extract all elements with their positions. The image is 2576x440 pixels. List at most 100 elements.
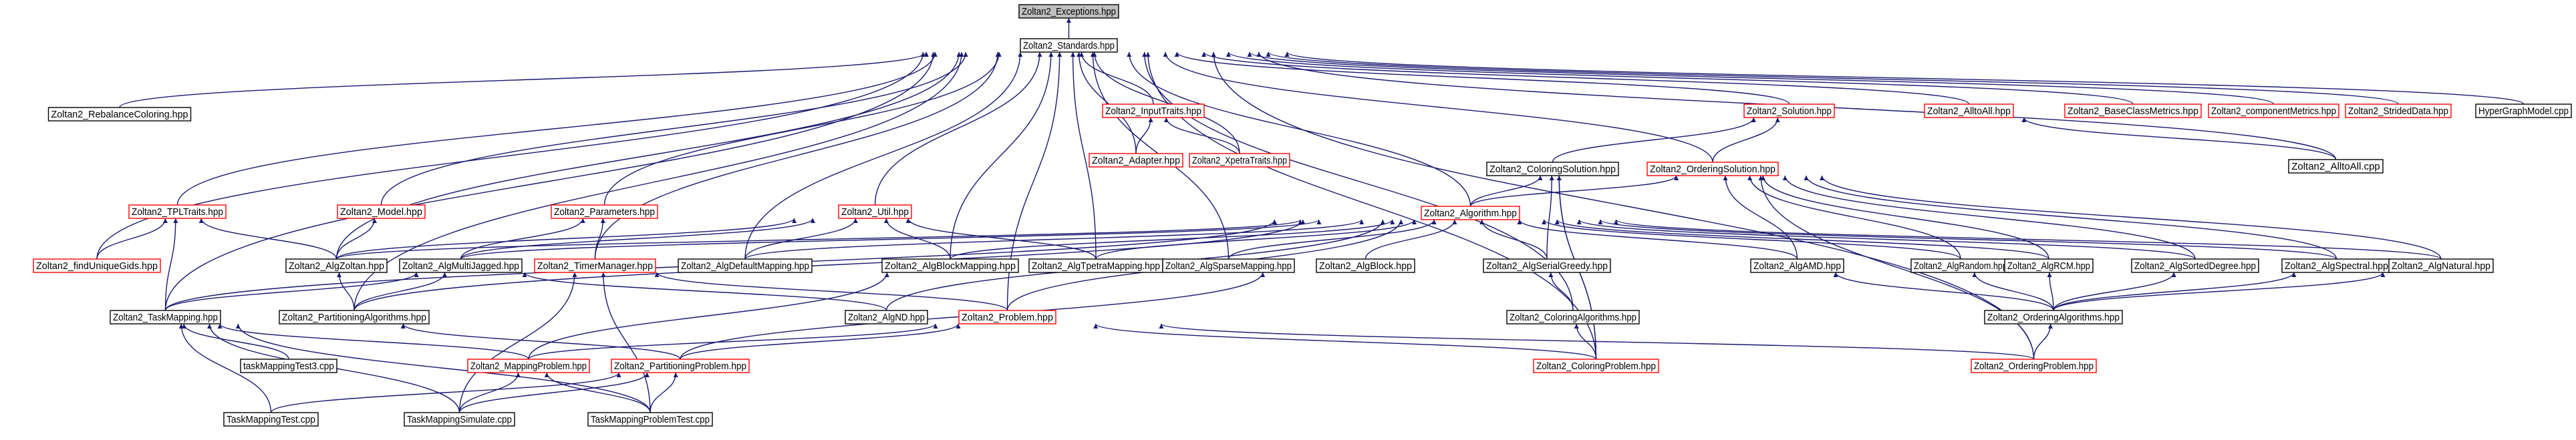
edge-timermanager-to-standards [594,51,1000,260]
node-label-algnatural: Zoltan2_AlgNatural.hpp [2392,260,2490,272]
node-util[interactable]: Zoltan2_Util.hpp [838,204,912,219]
node-coloringprob[interactable]: Zoltan2_ColoringProblem.hpp [1533,359,1659,373]
node-mappingprob[interactable]: Zoltan2_MappingProblem.hpp [467,359,590,373]
node-finduniquegids[interactable]: Zoltan2_findUniqueGids.hpp [33,258,161,273]
node-label-hypergraph: HyperGraphModel.cpp [2478,105,2569,117]
node-algsorted[interactable]: Zoltan2_AlgSortedDegree.hpp [2131,258,2259,273]
node-box-algorithm [1421,206,1520,220]
edge-util-to-standards [874,51,1042,206]
node-box-partprob [611,359,750,373]
edge-orderingalgs-to-algnatural [2053,272,2386,311]
node-box-orderingsol [1647,162,1779,176]
edge-tasktest-to-taskmapping [178,323,272,413]
edge-partalgs-to-algzoltan [336,272,355,311]
node-hypergraph[interactable]: HyperGraphModel.cpp [2475,103,2572,118]
node-box-algnatural [2388,258,2494,273]
node-box-algblock [1316,258,1415,273]
edge-orderingalgs-to-algamd [1833,272,2054,311]
node-coloringsol[interactable]: Zoltan2_ColoringSolution.hpp [1486,162,1619,176]
node-orderingprob[interactable]: Zoltan2_OrderingProblem.hpp [1971,359,2097,373]
node-tasktest3[interactable]: taskMappingTest3.cpp [240,359,337,373]
node-adapter[interactable]: Zoltan2_Adapter.hpp [1089,153,1183,168]
node-label-coloringalgs: Zoltan2_ColoringAlgorithms.hpp [1510,312,1636,323]
node-tpltraits[interactable]: Zoltan2_TPLTraits.hpp [128,204,227,219]
node-solution[interactable]: Zoltan2_Solution.hpp [1743,103,1835,118]
node-algrcm[interactable]: Zoltan2_AlgRCM.hpp [2004,258,2094,273]
node-algnatural[interactable]: Zoltan2_AlgNatural.hpp [2388,258,2494,273]
node-label-algamd: Zoltan2_AlgAMD.hpp [1753,260,1841,272]
edge-tasksim-to-partprob [458,372,650,413]
node-label-exceptions: Zoltan2_Exceptions.hpp [1022,6,1116,17]
edge-taskprobtest-to-taskmapping [235,323,651,413]
edge-algdefault-to-algorithm [744,219,1364,260]
node-label-algsparse: Zoltan2_AlgSparseMapping.hpp [1165,260,1292,272]
node-box-rebalance [47,107,192,122]
node-label-orderingsol: Zoltan2_OrderingSolution.hpp [1650,164,1775,175]
node-problem[interactable]: Zoltan2_Problem.hpp [958,310,1056,324]
node-tasksim[interactable]: TaskMappingSimulate.cpp [404,412,515,427]
edge-orderingalgs-to-algsorted [2053,272,2176,311]
node-algserialgreedy[interactable]: Zoltan2_AlgSerialGreedy.hpp [1483,258,1611,273]
node-rebalance[interactable]: Zoltan2_RebalanceColoring.hpp [47,107,192,122]
edge-algserialgreedy-to-algorithm [1479,219,1548,260]
node-label-compmetrics: Zoltan2_componentMetrics.hpp [2211,105,2336,117]
node-standards[interactable]: Zoltan2_Standards.hpp [1020,38,1118,53]
edge-taskprobtest-to-partprob [650,372,678,413]
node-algblock[interactable]: Zoltan2_AlgBlock.hpp [1316,258,1415,273]
edge-solution-to-standards [1174,51,1790,105]
node-algamd[interactable]: Zoltan2_AlgAMD.hpp [1750,258,1844,273]
edge-algzoltan-to-model [335,218,377,260]
edge-algnatural-to-orderingsol [1820,175,2442,260]
edge-coloringprob-to-problem [1093,323,1597,360]
node-algrandom[interactable]: Zoltan2_AlgRandom.hpp [1910,258,2011,273]
edge-algsparse-to-algorithm [1228,219,1437,260]
node-timermanager[interactable]: Zoltan2_TimerManager.hpp [534,258,656,273]
node-label-algnd: Zoltan2_AlgND.hpp [848,312,925,323]
edge-taskprobtest-to-mappingprob [544,372,651,413]
node-model[interactable]: Zoltan2_Model.hpp [337,204,426,219]
node-alltoallcpp[interactable]: Zoltan2_AlltoAll.cpp [2288,159,2384,174]
edge-alltoallh-to-standards [1201,51,1970,105]
node-algzoltan[interactable]: Zoltan2_AlgZoltan.hpp [285,258,388,273]
node-box-util [838,204,912,219]
edge-partalgs-to-algorithm [353,219,1306,311]
node-partprob[interactable]: Zoltan2_PartitioningProblem.hpp [611,359,750,373]
node-orderingsol[interactable]: Zoltan2_OrderingSolution.hpp [1647,162,1779,176]
edge-coloringsol-to-solution [1552,117,1756,163]
node-coloringalgs[interactable]: Zoltan2_ColoringAlgorithms.hpp [1506,310,1640,324]
node-compmetrics[interactable]: Zoltan2_componentMetrics.hpp [2208,103,2339,118]
node-taskprobtest[interactable]: TaskMappingProblemTest.cpp [587,412,713,427]
node-algspectral[interactable]: Zoltan2_AlgSpectral.hpp [2281,258,2392,273]
edge-rebalance-to-standards [119,51,929,108]
node-label-finduniquegids: Zoltan2_findUniqueGids.hpp [36,260,158,272]
node-box-taskmapping [110,310,221,324]
node-strided[interactable]: Zoltan2_StridedData.hpp [2345,103,2452,118]
node-partalgs[interactable]: Zoltan2_PartitioningAlgorithms.hpp [279,310,430,324]
node-inputtraits[interactable]: Zoltan2_InputTraits.hpp [1102,103,1205,118]
edge-mappingprob-to-algblockmap [528,272,889,360]
node-algnd[interactable]: Zoltan2_AlgND.hpp [845,310,928,324]
node-algblockmap[interactable]: Zoltan2_AlgBlockMapping.hpp [881,258,1019,273]
node-algmj[interactable]: Zoltan2_AlgMultiJagged.hpp [399,258,523,273]
edge-orderingalgs-to-algrcm [2047,272,2054,311]
node-algdefault[interactable]: Zoltan2_AlgDefaultMapping.hpp [678,258,813,273]
edge-parameters-to-standards [603,51,1002,206]
node-alltoallh[interactable]: Zoltan2_AlltoAll.hpp [1924,103,2014,118]
node-orderingalgs[interactable]: Zoltan2_OrderingAlgorithms.hpp [1984,310,2123,324]
node-box-coloringalgs [1506,310,1640,324]
node-algorithm[interactable]: Zoltan2_Algorithm.hpp [1421,206,1520,220]
node-box-coloringprob [1533,359,1659,373]
node-xpetra[interactable]: Zoltan2_XpetraTraits.hpp [1189,153,1290,168]
node-label-algblock: Zoltan2_AlgBlock.hpp [1319,260,1412,272]
node-algtpetra[interactable]: Zoltan2_AlgTpetraMapping.hpp [1028,258,1163,273]
edge-algblockmap-to-algorithm [950,219,1395,260]
node-parameters[interactable]: Zoltan2_Parameters.hpp [551,204,658,219]
node-algsparse[interactable]: Zoltan2_AlgSparseMapping.hpp [1162,258,1295,273]
edge-timermanager-to-parameters [594,218,605,260]
node-tasktest[interactable]: TaskMappingTest.cpp [223,412,319,427]
node-basemetrics[interactable]: Zoltan2_BaseClassMetrics.hpp [2064,103,2202,118]
node-label-util: Zoltan2_Util.hpp [841,206,909,218]
edge-partprob-to-partalgs [400,323,681,360]
node-taskmapping[interactable]: Zoltan2_TaskMapping.hpp [110,310,221,324]
edge-problem-to-timermanager [654,272,1008,311]
